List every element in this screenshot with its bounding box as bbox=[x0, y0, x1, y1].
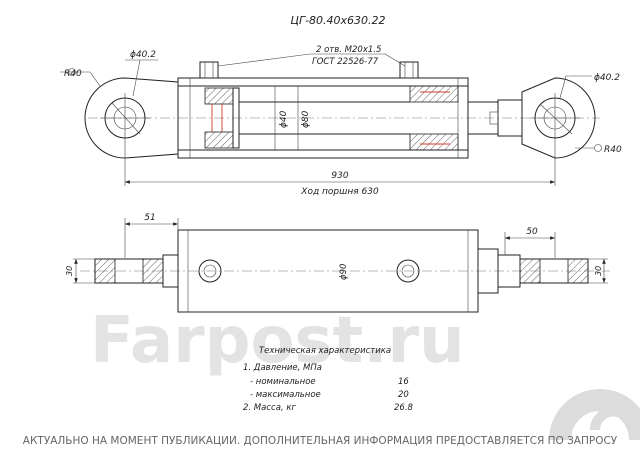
spec-row-label: - номинальное bbox=[250, 377, 316, 387]
ports-line1: 2 отв. М20х1.5 bbox=[316, 45, 381, 55]
watermark-logo-icon bbox=[549, 389, 640, 441]
radius-left-label: R40 bbox=[64, 69, 82, 79]
gland bbox=[409, 85, 459, 151]
piston-dia-label: ϕ80 bbox=[301, 110, 311, 128]
spec-row-value: 16 bbox=[398, 377, 409, 387]
piston-rod bbox=[239, 86, 410, 150]
top-view: R40 ϕ40.2 2 отв. М20х1.5 ГОСТ 22526-77 ϕ… bbox=[60, 45, 622, 197]
overall-length-label: 930 bbox=[331, 171, 348, 181]
rod-end bbox=[467, 99, 523, 137]
thickness-left-label: 30 bbox=[65, 266, 74, 276]
rod-dia-label: ϕ40 bbox=[279, 110, 289, 128]
watermark-text: Farpost.ru bbox=[90, 304, 465, 378]
right-eye bbox=[521, 77, 596, 159]
spec-table: Техническая характеристика 1. Давление, … bbox=[243, 346, 414, 413]
bore-left-label: ϕ40.2 bbox=[130, 50, 156, 60]
dim-50-label: 50 bbox=[526, 227, 538, 237]
thickness-right-label: 30 bbox=[594, 266, 603, 276]
footer-notice: АКТУАЛЬНО НА МОМЕНТ ПУБЛИКАЦИИ. ДОПОЛНИТ… bbox=[23, 435, 618, 447]
ports-line2: ГОСТ 22526-77 bbox=[312, 57, 379, 67]
spec-row-label: - максимальное bbox=[250, 390, 321, 400]
piston bbox=[204, 87, 240, 149]
spec-row-label: 2. Масса, кг bbox=[243, 403, 296, 413]
spec-row-value: 26.8 bbox=[394, 403, 414, 413]
spec-row-value: 20 bbox=[398, 390, 409, 400]
bore-right-label: ϕ40.2 bbox=[594, 73, 620, 83]
left-eye bbox=[84, 77, 179, 159]
spec-heading: Техническая характеристика bbox=[259, 346, 391, 356]
side-view: 51 50 30 30 ϕ90 bbox=[65, 213, 610, 313]
stroke-label: Ход поршня 630 bbox=[300, 187, 379, 197]
radius-right-label: R40 bbox=[604, 145, 622, 155]
spec-row-label: 1. Давление, МПа bbox=[243, 363, 322, 373]
drawing-title: ЦГ-80.40х630.22 bbox=[290, 14, 385, 27]
body-dia-label: ϕ90 bbox=[339, 264, 349, 280]
dim-51-label: 51 bbox=[144, 213, 155, 223]
